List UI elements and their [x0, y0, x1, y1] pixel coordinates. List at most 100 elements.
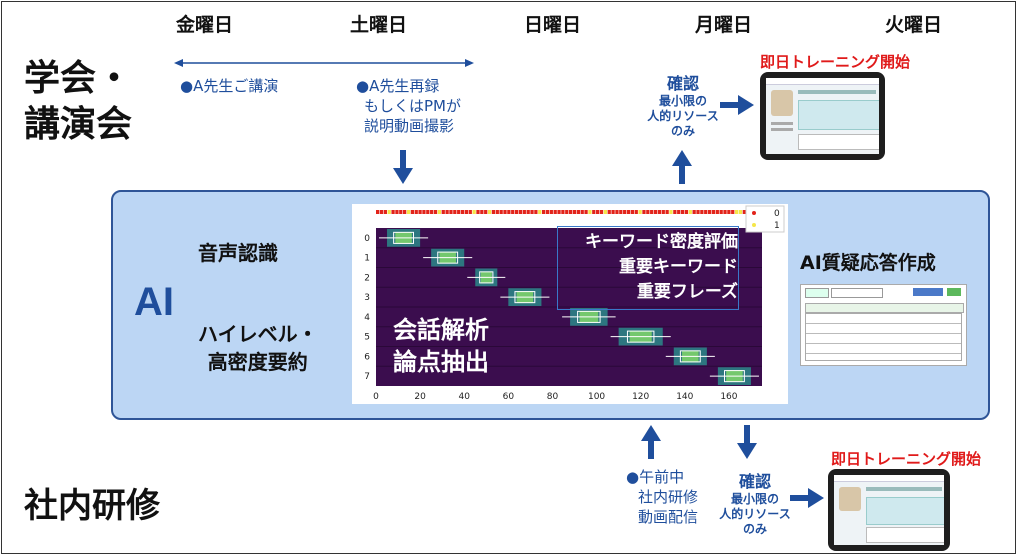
- event-strip-mark: [665, 210, 669, 214]
- note-rerecord-1: ●A先生再録: [356, 77, 440, 95]
- y-tick-label: 2: [364, 273, 370, 283]
- event-strip-mark: [534, 210, 538, 214]
- y-tick-label: 7: [364, 372, 370, 382]
- event-strip-mark: [437, 210, 442, 214]
- event-strip-mark: [692, 210, 696, 214]
- event-strip-mark: [650, 210, 654, 214]
- check-bottom-line3: のみ: [742, 522, 767, 536]
- x-tick-label: 20: [414, 392, 426, 402]
- event-strip-mark: [549, 210, 553, 214]
- event-strip-mark: [472, 210, 476, 214]
- event-strip-mark: [530, 210, 534, 214]
- legend-label: 0: [774, 209, 780, 219]
- presenter-thumb-icon: [839, 487, 861, 511]
- event-strip-mark: [642, 210, 646, 214]
- note-rerecord-2: もしくはPMが: [364, 97, 461, 115]
- event-strip-mark: [383, 210, 387, 214]
- legend-box: [745, 205, 785, 233]
- note-rerecord: ●A先生再録 もしくはPMが 説明動画撮影: [356, 76, 461, 136]
- event-strip-mark: [680, 210, 685, 214]
- event-strip-mark: [584, 210, 588, 214]
- event-strip-mark: [727, 210, 731, 214]
- event-strip-mark: [572, 210, 577, 214]
- event-strip-mark: [418, 210, 422, 214]
- event-strip-mark: [484, 210, 488, 214]
- y-tick-label: 1: [364, 254, 370, 264]
- event-strip-mark: [576, 210, 580, 214]
- analysis-line2: 論点抽出: [393, 348, 489, 376]
- event-strip-mark: [615, 210, 619, 214]
- event-strip-mark: [688, 210, 692, 214]
- segment-box: [724, 370, 745, 383]
- tablet-top-screen: [766, 78, 879, 154]
- event-strip-mark: [611, 210, 615, 214]
- event-strip-mark: [700, 210, 704, 214]
- keyword-line3: 重要フレーズ: [636, 282, 738, 302]
- event-strip-mark: [391, 210, 395, 214]
- legend-marker: [752, 223, 756, 227]
- event-strip-mark: [669, 210, 673, 214]
- tablet-top: [760, 72, 885, 160]
- event-strip-mark: [430, 210, 434, 214]
- x-tick-label: 140: [676, 392, 693, 402]
- legend-label: 1: [774, 221, 780, 231]
- note-internal-3: 動画配信: [638, 508, 699, 526]
- event-strip-mark: [715, 210, 719, 214]
- event-strip-mark: [495, 210, 499, 214]
- event-strip-mark: [376, 210, 380, 214]
- event-strip-mark: [653, 210, 658, 214]
- segment-box: [393, 231, 414, 244]
- event-strip-mark: [414, 210, 418, 214]
- event-strip-mark: [711, 210, 716, 214]
- event-strip-mark: [410, 210, 414, 214]
- event-strip-mark: [565, 210, 569, 214]
- event-strip-mark: [379, 210, 384, 214]
- note-internal-1: ●午前中: [626, 468, 685, 486]
- summary-label: ハイレベル・ 高密度要約: [198, 320, 318, 376]
- arrow-right-bottom: [790, 488, 824, 508]
- check-top-line3: のみ: [670, 124, 695, 138]
- presenter-thumb-icon: [771, 90, 793, 116]
- event-strip-mark: [526, 210, 530, 214]
- speech-recognition: 音声認識: [198, 241, 278, 265]
- event-strip-mark: [507, 210, 511, 214]
- event-strip-mark: [646, 210, 650, 214]
- x-tick-label: 160: [720, 392, 737, 402]
- qa-label: AI質疑応答作成: [800, 252, 936, 274]
- check-top: 確認 最小限の 人的リソース のみ: [640, 70, 726, 139]
- section-conference-line2: 講演会: [24, 104, 133, 145]
- note-lecture: ●A先生ご講演: [180, 77, 279, 95]
- event-strip-mark: [445, 210, 449, 214]
- event-strip-mark: [460, 210, 465, 214]
- event-strip-mark: [541, 210, 546, 214]
- keyword-overlay: キーワード密度評価 重要キーワード 重要フレーズ: [560, 230, 738, 305]
- event-strip-mark: [657, 210, 662, 214]
- event-strip-mark: [426, 210, 430, 214]
- event-strip-mark: [742, 210, 746, 214]
- check-top-line2: 人的リソース: [647, 109, 719, 123]
- arrow-down-to-ai: [393, 150, 413, 184]
- event-strip-mark: [704, 210, 708, 214]
- event-strip-mark: [422, 210, 426, 214]
- check-top-title: 確認: [666, 74, 699, 93]
- section-conference-line1: 学会・: [24, 58, 133, 99]
- day-mon: 月曜日: [695, 14, 753, 36]
- event-strip-mark: [387, 210, 391, 214]
- segment-box: [626, 330, 655, 343]
- event-strip-mark: [580, 210, 584, 214]
- segment-box: [514, 291, 536, 304]
- event-strip-mark: [561, 210, 565, 214]
- x-tick-label: 120: [632, 392, 649, 402]
- event-strip-mark: [619, 210, 623, 214]
- event-strip-mark: [596, 210, 600, 214]
- event-strip-mark: [522, 210, 526, 214]
- event-strip-mark: [433, 210, 438, 214]
- check-bottom-line1: 最小限の: [730, 492, 779, 506]
- event-strip-mark: [468, 210, 472, 214]
- tablet-bottom-screen: [834, 475, 944, 545]
- x-tick-label: 100: [588, 392, 605, 402]
- event-strip-mark: [538, 210, 542, 214]
- day-fri: 金曜日: [176, 14, 234, 36]
- event-strip-mark: [599, 210, 604, 214]
- segment-box: [479, 271, 494, 284]
